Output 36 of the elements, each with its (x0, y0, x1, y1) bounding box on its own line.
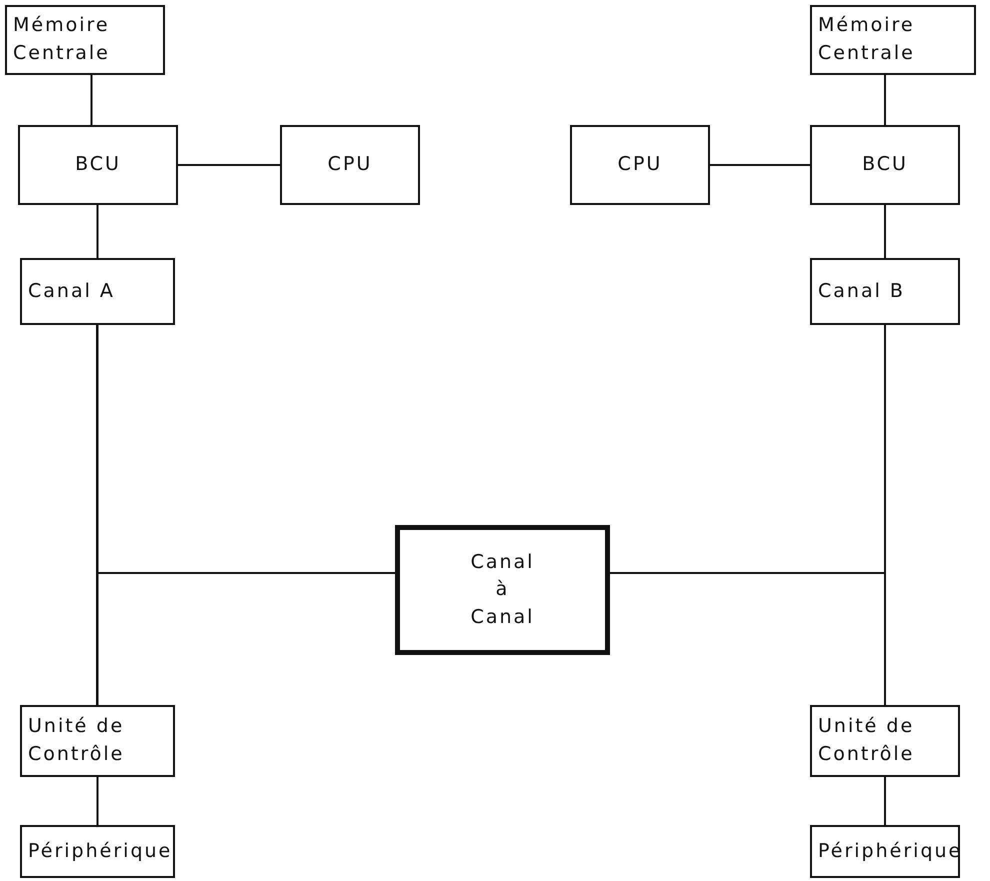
connector-line (90, 75, 92, 125)
connector-line (178, 164, 280, 166)
box-label: Canal A (28, 278, 115, 304)
process-box (570, 125, 710, 205)
highlighted-box (395, 525, 610, 655)
box-label: Canal B (818, 278, 905, 304)
box-label: CPU (618, 152, 662, 178)
process-box (18, 125, 178, 205)
connector-line (610, 572, 886, 705)
box-label: Canal à Canal (470, 550, 534, 630)
process-box (810, 825, 960, 878)
process-box (20, 705, 175, 777)
connector-line (96, 777, 98, 825)
connector-line (96, 205, 98, 258)
process-box (5, 5, 165, 75)
box-label: Périphérique (28, 838, 172, 864)
box-label: CPU (328, 152, 372, 178)
connector-line (884, 205, 886, 258)
box-label: Unité de Contrôle (28, 714, 126, 767)
box-label: BCU (862, 152, 908, 178)
process-box (810, 705, 960, 777)
box-label: Mémoire Centrale (13, 13, 110, 66)
box-label: BCU (75, 152, 121, 178)
connector-line (96, 325, 98, 705)
connector-line (884, 75, 886, 125)
process-box (810, 5, 976, 75)
connector-line (884, 777, 886, 825)
process-box (20, 258, 175, 325)
box-label: Unité de Contrôle (818, 714, 916, 767)
process-box (280, 125, 420, 205)
process-box (810, 125, 960, 205)
box-label: Mémoire Centrale (818, 13, 915, 66)
process-box (810, 258, 960, 325)
connector-line (710, 164, 810, 166)
box-label: Périphérique (818, 838, 962, 864)
process-box (20, 825, 175, 878)
